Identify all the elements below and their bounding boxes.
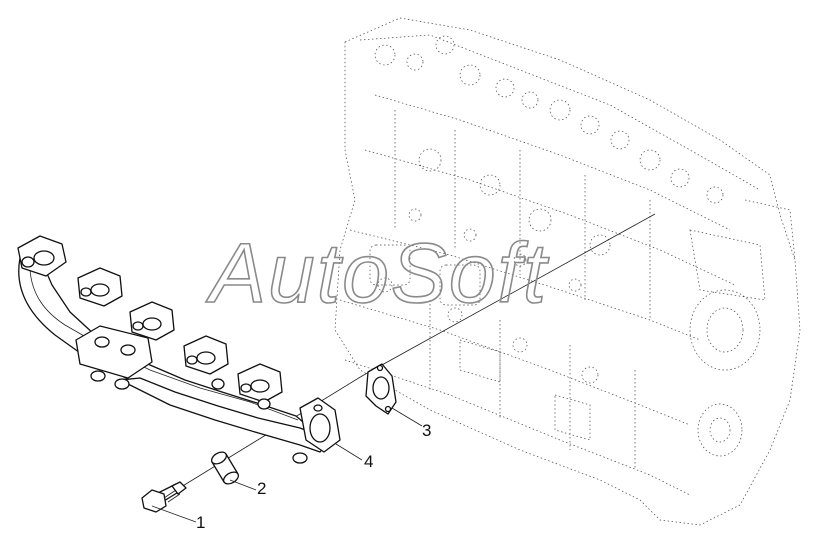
engine-block <box>334 17 801 526</box>
callout-1: 1 <box>196 513 205 532</box>
watermark-logo: AutoSoft <box>205 226 550 320</box>
flange-bolt <box>141 481 187 513</box>
callout-4: 4 <box>364 452 373 471</box>
exhaust-gasket <box>365 363 397 415</box>
spacer-sleeve <box>210 451 240 485</box>
callout-2: 2 <box>257 479 266 498</box>
callout-3: 3 <box>422 421 431 440</box>
exhaust-manifold <box>17 235 341 464</box>
leader-lines <box>151 407 423 523</box>
